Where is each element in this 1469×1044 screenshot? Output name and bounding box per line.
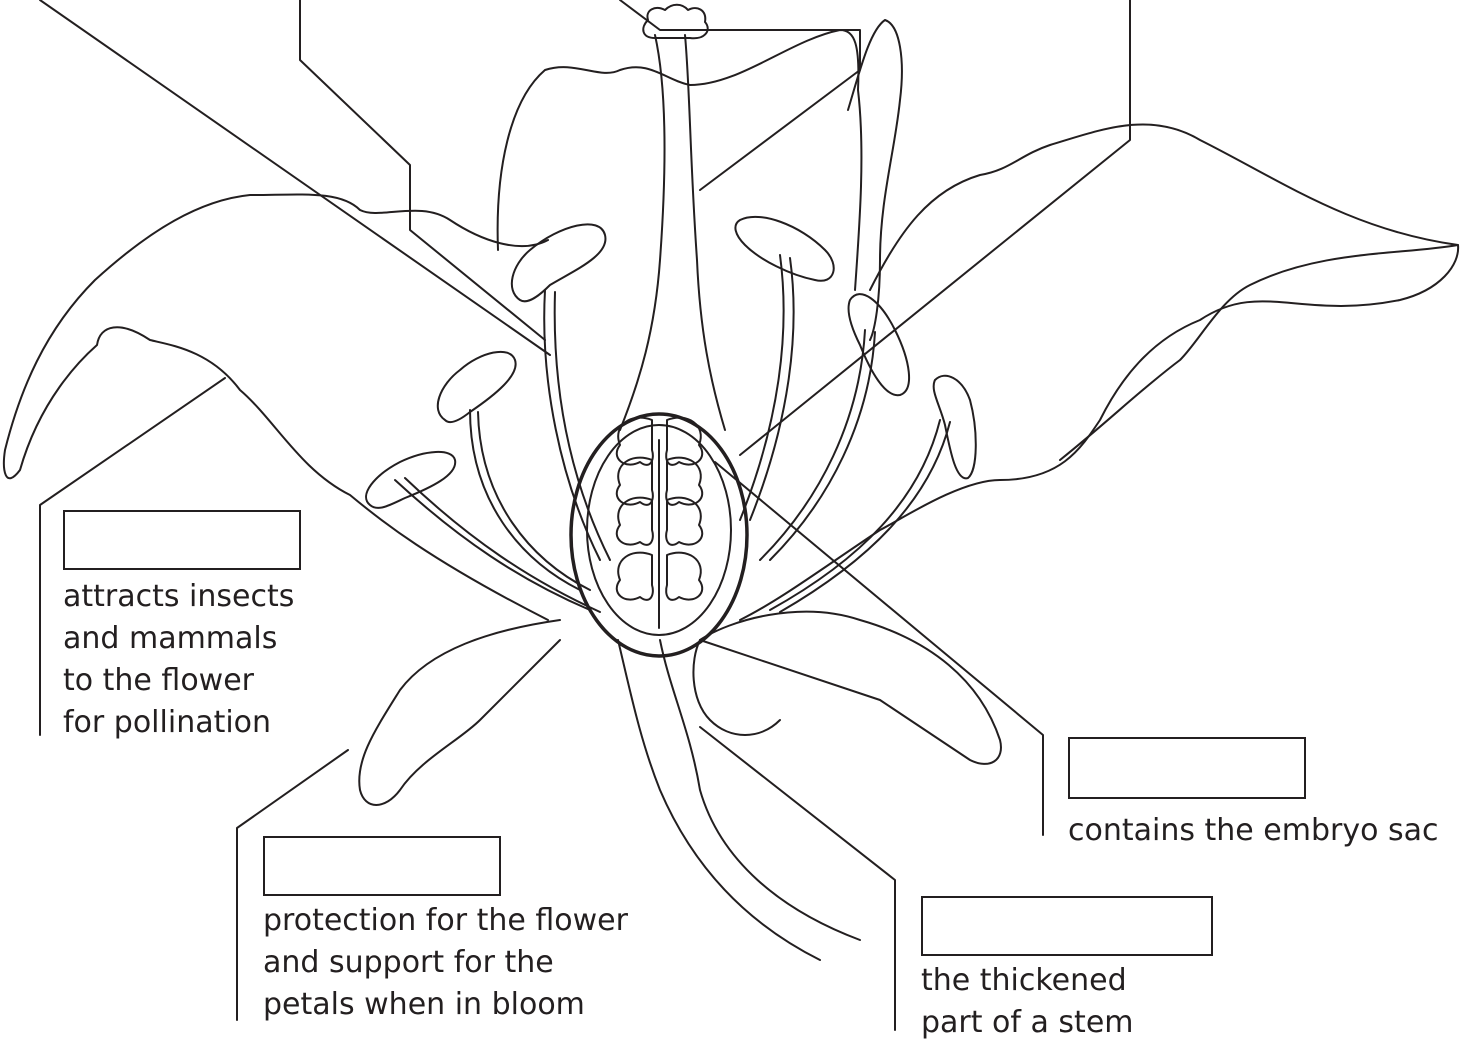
description-line: protection for the flower [263, 900, 628, 942]
answer-box-ovary[interactable] [1068, 737, 1306, 799]
petal-right [740, 124, 1458, 620]
description-line: the thickened [921, 960, 1134, 1002]
sepal-left [359, 620, 560, 805]
leader-stigma [40, 0, 550, 355]
anther [934, 376, 976, 479]
filament [470, 410, 580, 590]
filament [770, 420, 940, 610]
anther [438, 352, 516, 422]
stem-right-edge [660, 640, 860, 940]
petal-right-fold [1060, 245, 1458, 460]
description-receptacle: the thickened part of a stem [921, 960, 1134, 1044]
leader-style [300, 0, 545, 340]
filament [780, 422, 950, 612]
stigma [643, 5, 707, 39]
leader-receptacle [700, 727, 895, 1030]
description-sepal: protection for the flower and support fo… [263, 900, 628, 1026]
filament [740, 255, 784, 520]
description-line: to the flower [63, 660, 294, 702]
filament [750, 258, 794, 520]
leader-anther [620, 0, 860, 190]
description-line: attracts insects [63, 576, 294, 618]
description-line: petals when in bloom [263, 984, 628, 1026]
petal-top-left [498, 30, 862, 290]
petal-top-right [848, 20, 902, 340]
description-line: contains the embryo sac [1068, 810, 1439, 852]
answer-box-petal[interactable] [63, 510, 301, 570]
leader-filament [740, 0, 1130, 455]
description-line: for pollination [63, 702, 294, 744]
description-petal: attracts insects and mammals to the flow… [63, 576, 294, 744]
anther [512, 224, 606, 301]
description-line: and mammals [63, 618, 294, 660]
sepal-right-inner [693, 640, 780, 735]
sepal-right [700, 612, 1001, 764]
description-ovary: contains the embryo sac [1068, 810, 1439, 852]
style [620, 35, 725, 430]
answer-box-sepal[interactable] [263, 836, 501, 896]
answer-box-receptacle[interactable] [921, 896, 1213, 956]
filament [770, 332, 875, 560]
anther [366, 452, 455, 508]
stem-left-edge [618, 640, 820, 960]
leader-ovary [715, 462, 1043, 835]
anther [735, 217, 833, 281]
description-line: part of a stem [921, 1002, 1134, 1044]
description-line: and support for the [263, 942, 628, 984]
